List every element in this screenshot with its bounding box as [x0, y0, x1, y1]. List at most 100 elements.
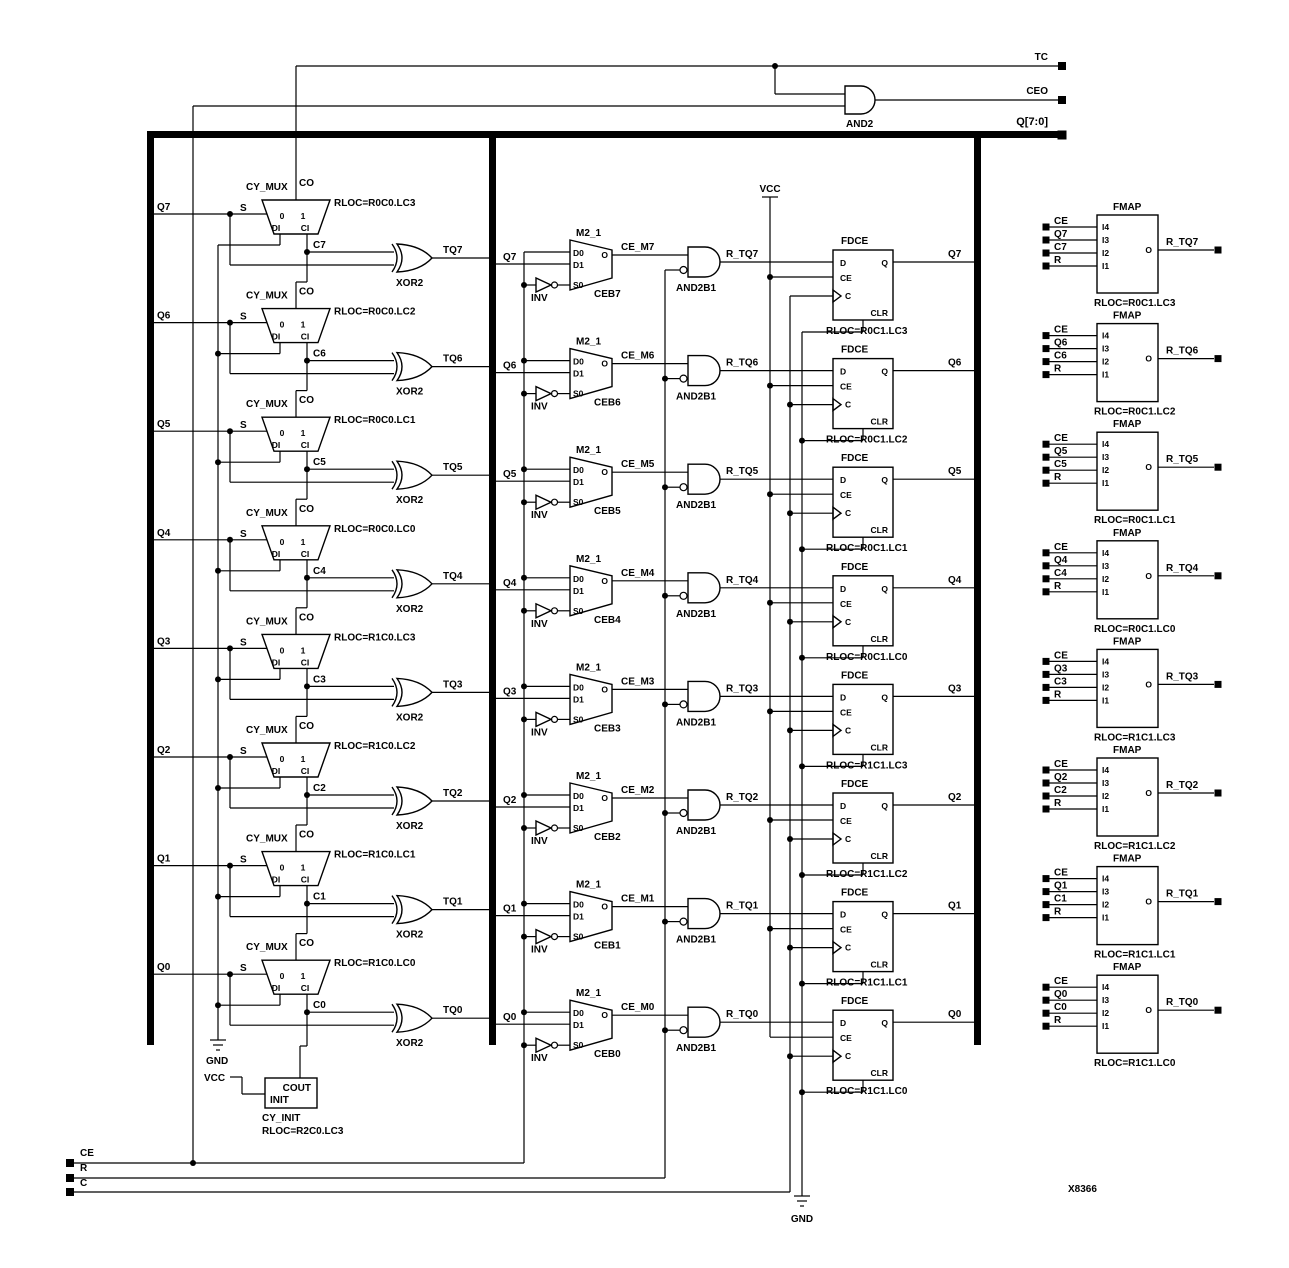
fmap-input-label: CE [1054, 325, 1068, 336]
di-label: DI [272, 766, 281, 776]
fmap-o-label: O [1145, 245, 1152, 255]
co-label: CO [299, 287, 314, 298]
junction-dot [521, 390, 527, 397]
s-label: S [240, 312, 247, 323]
fmap-input-pin [1042, 249, 1050, 257]
junction-dot [787, 727, 793, 734]
fmap-input-pin [1042, 1009, 1050, 1017]
junction-dot [215, 459, 221, 466]
q-bit-label: Q3 [157, 636, 171, 647]
mux-q-label: Q0 [503, 1012, 517, 1023]
fmap-input-pin [1042, 914, 1050, 922]
mux-1-label: 1 [301, 645, 306, 655]
and2b1-bubble [679, 808, 688, 818]
fdce-rloc-label: RLOC=R0C1.LC2 [826, 435, 908, 446]
d0-label: D0 [573, 900, 584, 910]
fmap-pin-label: I2 [1102, 791, 1109, 801]
xor2-gate [395, 1003, 433, 1033]
junction-dot [521, 683, 527, 690]
fmap-rloc-label: RLOC=R1C1.LC2 [1094, 841, 1176, 852]
q-out-label: Q5 [948, 466, 962, 477]
fmap-input-label: Q4 [1054, 555, 1068, 566]
fmap-pin-label: I4 [1102, 548, 1109, 558]
fdce-label: FDCE [841, 345, 869, 356]
xor2-gate [395, 894, 433, 925]
fmap-input-label: C7 [1054, 242, 1067, 253]
junction-dot [799, 980, 805, 987]
and2b1-label: AND2B1 [676, 500, 716, 511]
ceb-label: CEB3 [594, 723, 621, 734]
q-bit-label: Q2 [157, 745, 171, 756]
xor2-label: XOR2 [396, 930, 424, 941]
xor2-input-arc [391, 352, 398, 382]
junction-dot [767, 491, 773, 498]
fmap-o-label: O [1145, 462, 1152, 472]
and2b1-label: AND2B1 [676, 392, 716, 403]
tq-label: TQ1 [443, 897, 463, 908]
fmap-pin-label: I3 [1102, 887, 1109, 897]
m2-1-mux-shape [569, 890, 613, 943]
fdce-c-label: C [845, 834, 851, 844]
junction-dot [662, 375, 668, 382]
mux-0-label: 0 [280, 645, 285, 655]
c-pin [66, 1188, 74, 1196]
s-label: S [240, 529, 247, 540]
fdce-clock-triangle [832, 940, 843, 955]
mux-q-label: Q3 [503, 686, 517, 697]
fmap-input-pin [1042, 453, 1050, 461]
fdce-ce-label: CE [840, 490, 852, 500]
xor2-input-arc [391, 677, 398, 707]
junction-dot [767, 708, 773, 715]
fdce-clock-triangle [832, 614, 843, 630]
fmap-input-pin [1042, 792, 1050, 800]
fmap-input-label: CE [1054, 868, 1068, 879]
fdce-c-label: C [845, 508, 851, 518]
fmap-input-label: R [1054, 581, 1062, 592]
fmap-label: FMAP [1113, 528, 1142, 539]
fdce-clock-triangle [832, 288, 843, 304]
mux-1-label: 1 [301, 754, 306, 764]
s-label: S [240, 203, 247, 214]
ceb-label: CEB0 [594, 1049, 621, 1060]
mux-1-label: 1 [301, 863, 306, 873]
fmap-box [1096, 214, 1159, 294]
fmap-pin-label: I1 [1102, 1021, 1109, 1031]
xor2-gate [395, 786, 433, 816]
tq-label: TQ4 [443, 571, 463, 582]
fmap-input-label: C2 [1054, 785, 1067, 796]
fmap-pin-label: I4 [1102, 765, 1109, 775]
bus-bar [489, 131, 496, 1045]
junction-dot [662, 1027, 668, 1034]
m2-1-label: M2_1 [576, 988, 601, 999]
xor2-label: XOR2 [396, 821, 424, 832]
fmap-input-label: Q5 [1054, 446, 1068, 457]
and2b1-label: AND2B1 [676, 609, 716, 620]
fmap-pin-label: I3 [1102, 452, 1109, 462]
mux-0-label: 0 [280, 428, 285, 438]
s-label: S [240, 746, 247, 757]
ci-label: CI [301, 332, 310, 342]
s-label: S [240, 637, 247, 648]
junction-dot [521, 1009, 527, 1016]
mux-q-label: Q4 [503, 578, 517, 589]
cy-init-rloc-label: RLOC=R2C0.LC3 [262, 1126, 344, 1137]
mux-1-label: 1 [301, 320, 306, 330]
d0-label: D0 [573, 574, 584, 584]
fmap-pin-label: I4 [1102, 874, 1109, 884]
ceo-label: CEO [1026, 86, 1048, 97]
junction-dot [799, 546, 805, 553]
cy-init-box [264, 1077, 318, 1109]
mux-o-label: O [601, 467, 608, 477]
cymux-rloc-label: RLOC=R0C0.LC0 [334, 524, 416, 535]
cy-mux-shape [261, 525, 331, 561]
xor2-gate [395, 677, 433, 708]
and2b1-bubble [679, 700, 688, 709]
and2b1-gate [687, 897, 721, 930]
mux-1-label: 1 [301, 537, 306, 547]
and2b1-label: AND2B1 [676, 1043, 716, 1054]
carry-label: C0 [313, 1000, 326, 1011]
q-out-label: Q6 [948, 358, 962, 369]
co-label: CO [299, 938, 314, 949]
s0-label: S0 [573, 389, 584, 399]
q-bit-label: Q7 [157, 202, 171, 213]
